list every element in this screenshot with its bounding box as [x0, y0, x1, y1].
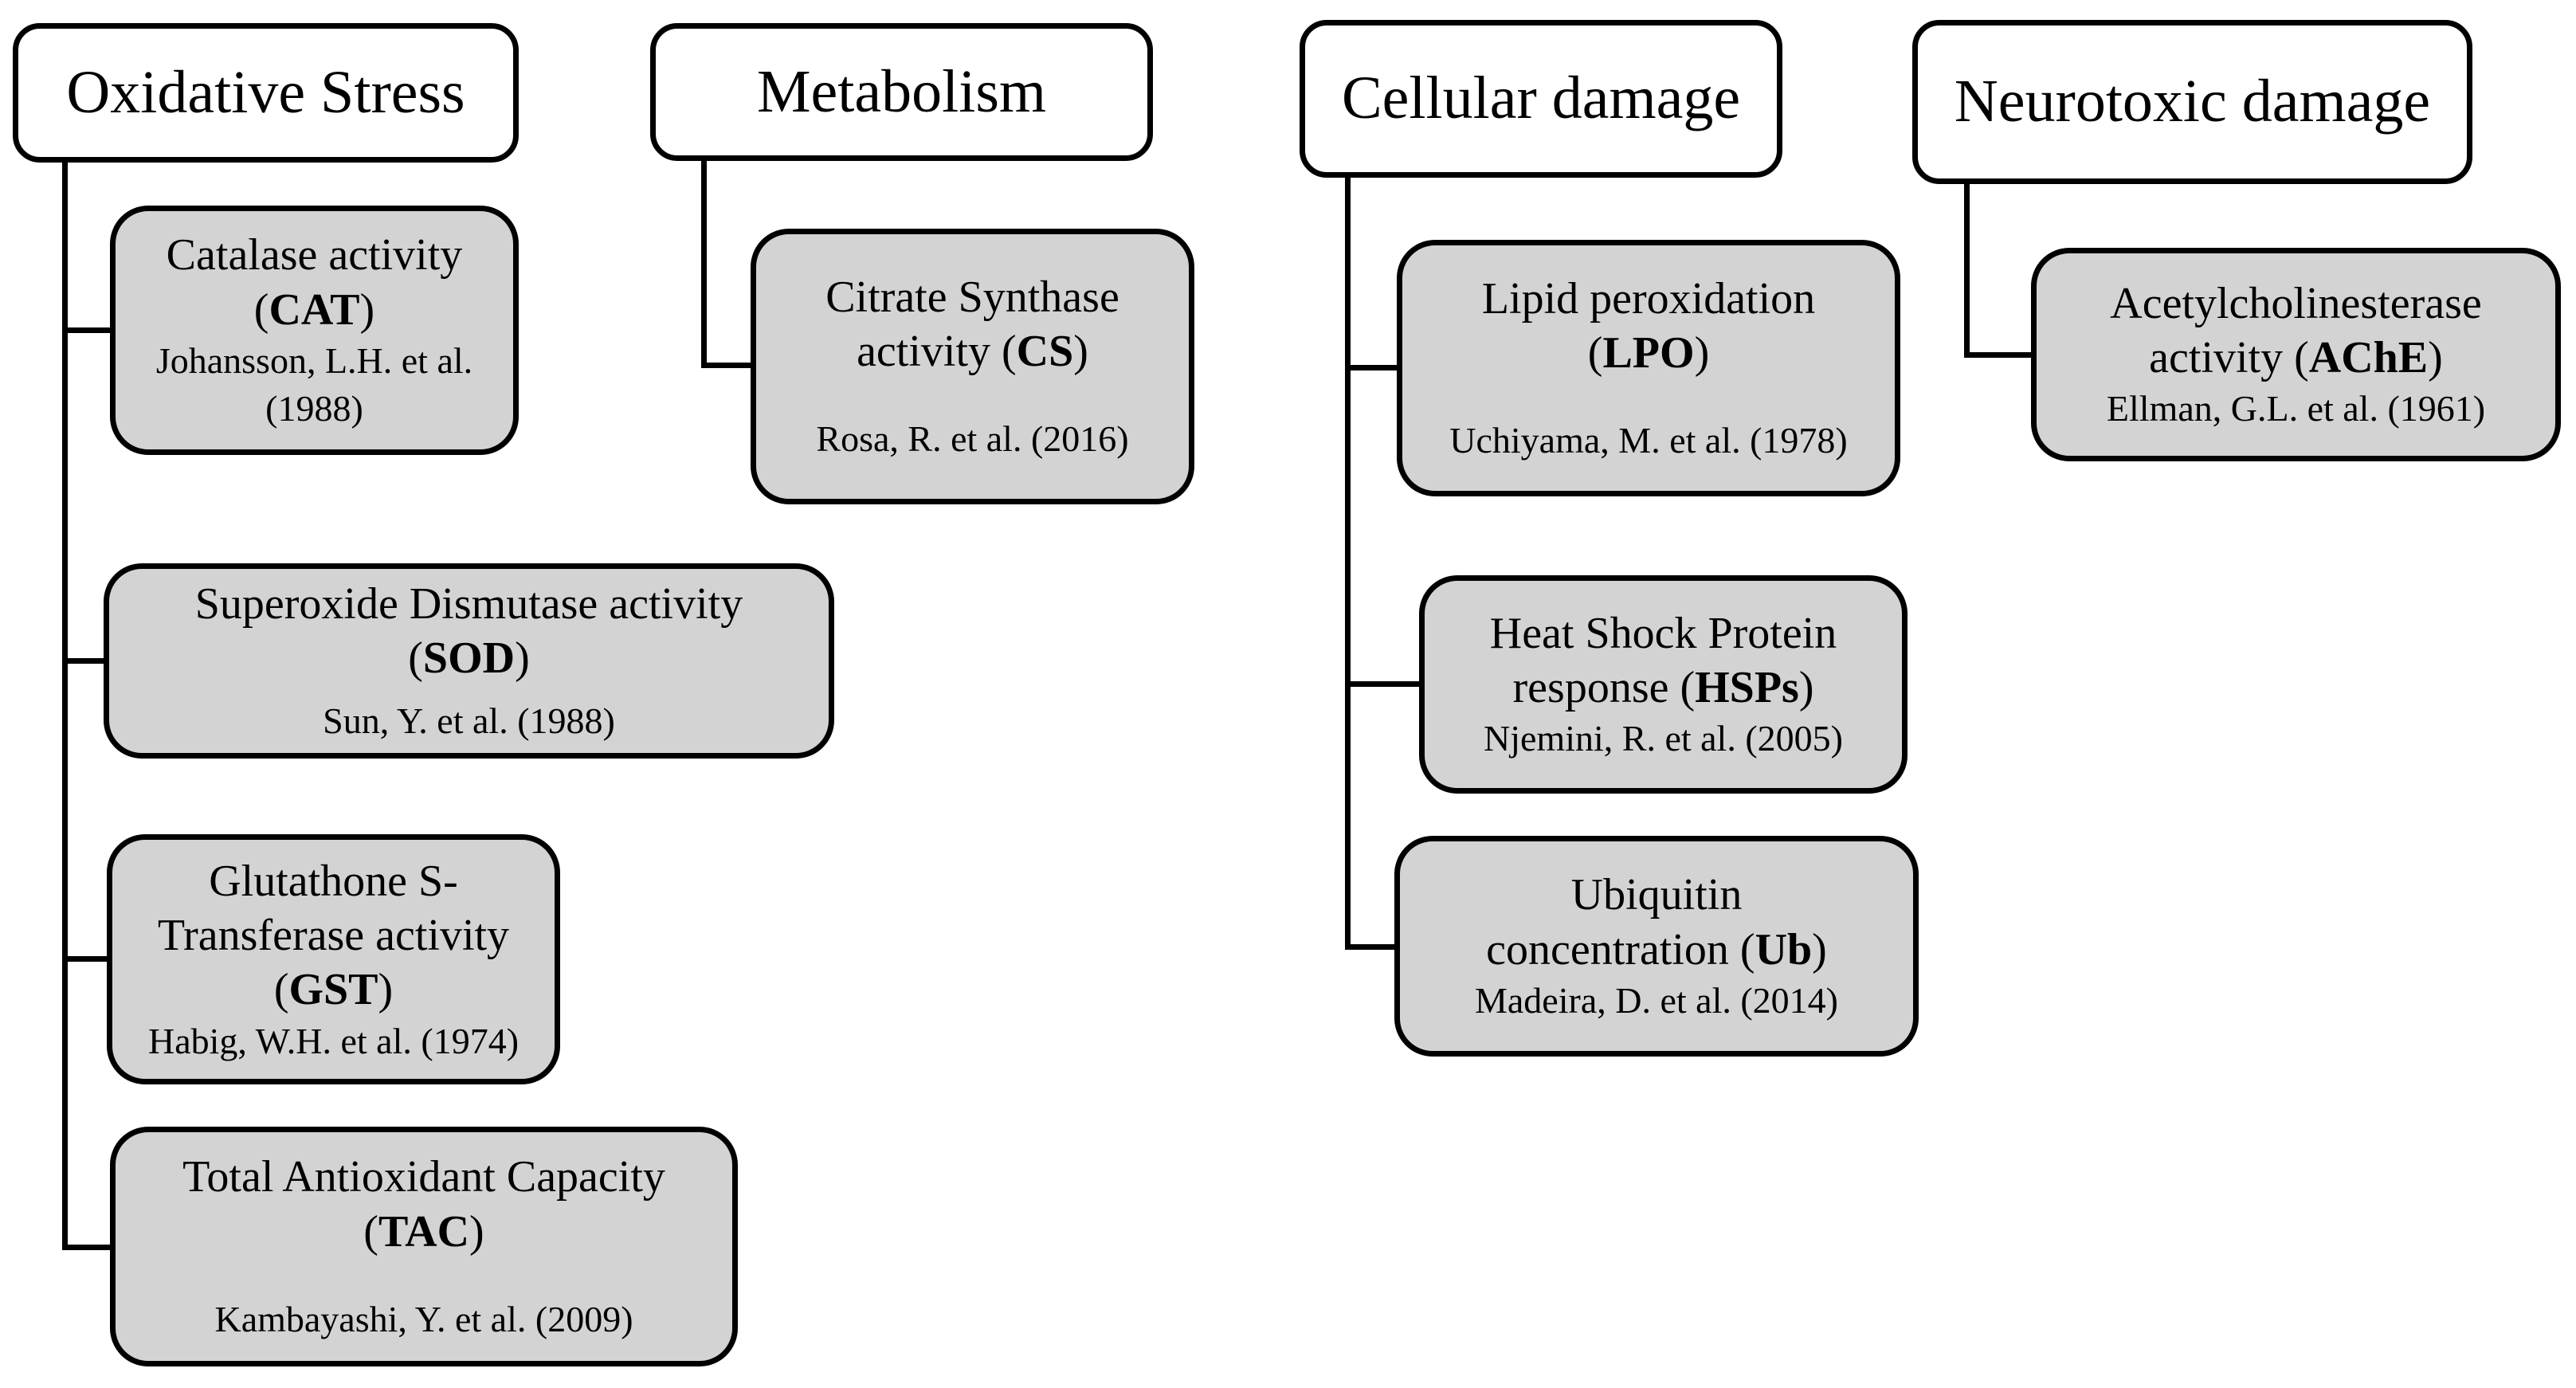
title-text: ( — [253, 284, 269, 335]
box-title-line: (TAC) — [363, 1205, 484, 1259]
box-title-line: Ubiquitin — [1571, 868, 1743, 922]
title-text: ) — [1812, 924, 1827, 974]
citation-line: Rosa, R. et al. (2016) — [816, 418, 1129, 460]
abbreviation: CAT — [269, 284, 360, 335]
connector-trunk-metabolism — [701, 161, 707, 368]
connector-trunk-neurotoxic-damage — [1964, 184, 1970, 358]
box-title-line: Catalase activity — [167, 228, 463, 282]
box-title-line: Total Antioxidant Capacity — [182, 1150, 665, 1204]
category-title: Oxidative Stress — [66, 58, 465, 126]
box-title-line: (CAT) — [254, 283, 374, 337]
box-title-line: Superoxide Dismutase activity — [195, 577, 743, 631]
box-title-line: Transferase activity — [158, 908, 509, 963]
box-lipid-peroxidation-lpo: Lipid peroxidation(LPO) Uchiyama, M. et a… — [1397, 240, 1900, 496]
title-text: Citrate Synthase — [825, 272, 1119, 322]
category-header-metabolism: Metabolism — [650, 23, 1153, 161]
title-text: activity ( — [2149, 333, 2309, 383]
box-title-line: (LPO) — [1588, 326, 1709, 380]
title-text: ) — [469, 1206, 484, 1257]
title-text: ) — [1798, 663, 1814, 713]
title-text: ) — [378, 965, 394, 1015]
abbreviation: AChE — [2308, 333, 2429, 383]
category-header-neurotoxic-damage: Neurotoxic damage — [1912, 20, 2472, 184]
abbreviation: SOD — [422, 633, 516, 684]
citation-line: Habig, W.H. et al. (1974) — [147, 1020, 520, 1061]
title-text: ) — [359, 284, 375, 335]
abbreviation: HSPs — [1695, 663, 1799, 713]
box-title-line: Citrate Synthase — [825, 270, 1119, 324]
citation-line: Johansson, L.H. et al. — [155, 340, 473, 382]
citation-line: Uchiyama, M. et al. (1978) — [1449, 420, 1848, 461]
connector-branch-ache — [1964, 352, 2031, 358]
category-title: Cellular damage — [1341, 65, 1741, 132]
box-glutathone-s-transferase-activity-gst: Glutathone S-Transferase activity(GST)Ha… — [107, 834, 560, 1084]
connector-branch-cs — [701, 363, 751, 368]
box-title-line: (SOD) — [408, 631, 529, 685]
title-text: Total Antioxidant Capacity — [182, 1152, 665, 1202]
box-title-line: concentration (Ub) — [1486, 923, 1827, 977]
title-text: Glutathone S- — [209, 856, 458, 906]
title-text: Acetylcholinesterase — [2110, 278, 2482, 328]
box-title-line: (GST) — [274, 963, 393, 1017]
connector-trunk-oxidative-stress — [62, 163, 68, 1250]
box-total-antioxidant-capacity-tac: Total Antioxidant Capacity(TAC) Kambayash… — [110, 1127, 738, 1366]
box-title-line: activity (AChE) — [2149, 331, 2443, 385]
connector-branch-catalase — [62, 327, 110, 333]
abbreviation: TAC — [378, 1206, 470, 1257]
title-text: Ubiquitin — [1570, 870, 1743, 920]
category-header-oxidative-stress: Oxidative Stress — [13, 23, 519, 163]
abbreviation: GST — [288, 965, 378, 1015]
title-text: Transferase activity — [157, 910, 510, 960]
connector-branch-sod — [62, 658, 104, 664]
box-title-line: Heat Shock Protein — [1490, 606, 1837, 661]
category-title: Metabolism — [756, 57, 1047, 125]
title-text: ) — [2428, 333, 2443, 383]
title-text: ) — [515, 633, 530, 684]
title-text: ( — [408, 633, 423, 684]
title-text: ( — [273, 965, 289, 1015]
citation-line: Njemini, R. et al. (2005) — [1484, 718, 1843, 759]
title-text: ( — [363, 1206, 378, 1257]
title-text: ( — [1587, 328, 1603, 378]
box-title-line: Glutathone S- — [209, 854, 458, 908]
title-text: activity ( — [857, 327, 1017, 377]
citation-line: Kambayashi, Y. et al. (2009) — [214, 1298, 633, 1339]
title-text: ) — [1694, 328, 1710, 378]
box-title-line: activity (CS) — [857, 324, 1088, 378]
title-text: concentration ( — [1486, 924, 1755, 974]
title-text: ) — [1073, 327, 1088, 377]
citation-line: Madeira, D. et al. (2014) — [1474, 979, 1838, 1021]
category-header-cellular-damage: Cellular damage — [1300, 20, 1782, 178]
title-text: Heat Shock Protein — [1489, 608, 1837, 658]
abbreviation: Ub — [1755, 924, 1813, 974]
box-superoxide-dismutase-activity-sod: Superoxide Dismutase activity(SOD) Sun, Y… — [104, 563, 834, 759]
citation-line: (1988) — [265, 387, 363, 429]
connector-branch-tac — [62, 1245, 110, 1250]
box-title-line: response (HSPs) — [1513, 661, 1814, 715]
box-title-line: Lipid peroxidation — [1482, 272, 1815, 326]
connector-branch-ub — [1345, 944, 1394, 950]
box-title-line: Acetylcholinesterase — [2110, 276, 2481, 331]
connector-trunk-cellular-damage — [1345, 178, 1351, 950]
category-title: Neurotoxic damage — [1954, 68, 2431, 135]
title-text: Catalase activity — [166, 230, 463, 280]
title-text: Lipid peroxidation — [1481, 273, 1816, 323]
connector-branch-hsps — [1345, 681, 1419, 687]
connector-branch-lpo — [1345, 365, 1397, 371]
connector-branch-gst — [62, 956, 107, 962]
abbreviation: CS — [1016, 327, 1074, 377]
citation-line: Sun, Y. et al. (1988) — [323, 700, 615, 742]
abbreviation: LPO — [1602, 328, 1695, 378]
title-text: response ( — [1512, 663, 1696, 713]
box-catalase-activity-cat: Catalase activity(CAT)Johansson, L.H. et… — [110, 206, 519, 455]
citation-line: Ellman, G.L. et al. (1961) — [2106, 388, 2486, 429]
title-text: Superoxide Dismutase activity — [194, 579, 743, 629]
